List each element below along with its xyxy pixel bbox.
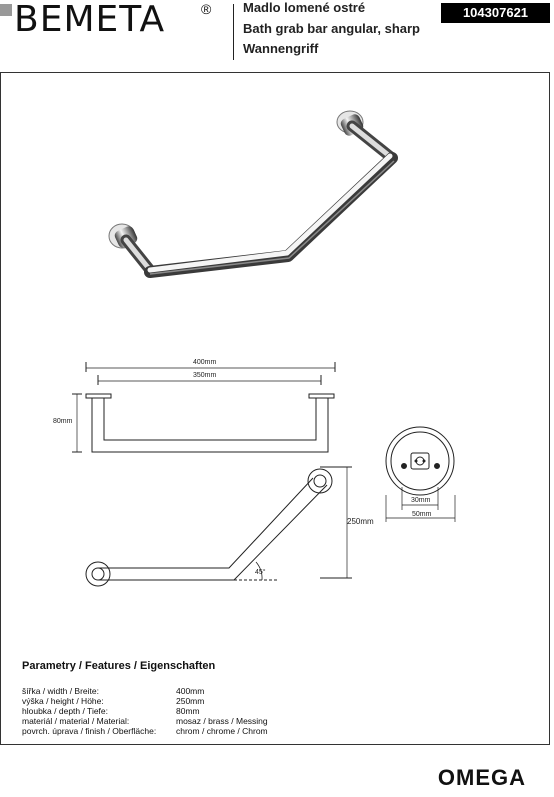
param-label: hloubka / depth / Tiefe:: [22, 706, 109, 716]
dim-80-label: 80mm: [53, 418, 73, 425]
product-title-de: Wannengriff: [243, 41, 319, 56]
param-label: povrch. úprava / finish / Oberfläche:: [22, 726, 157, 736]
param-label: šířka / width / Breite:: [22, 686, 99, 696]
brand-name: BEMETA: [14, 0, 166, 40]
product-title-cz: Madlo lomené ostré: [243, 0, 366, 15]
param-value: 80mm: [176, 706, 200, 716]
param-row-depth: hloubka / depth / Tiefe: 80mm: [22, 706, 268, 716]
param-value: mosaz / brass / Messing: [176, 716, 268, 726]
side-view-drawing: [85, 466, 352, 587]
param-row-material: materiál / material / Material: mosaz / …: [22, 716, 268, 726]
dim-angle-label: 45°: [255, 568, 266, 576]
param-label: výška / height / Höhe:: [22, 696, 104, 706]
param-value: 250mm: [176, 696, 205, 706]
product-code: 104307621: [441, 3, 550, 23]
param-label: materiál / material / Material:: [22, 716, 130, 726]
flange-view-drawing: [385, 426, 456, 522]
parameters-table: šířka / width / Breite: 400mm výška / he…: [22, 686, 268, 736]
parameters-title: Parametry / Features / Eigenschaften: [22, 660, 216, 672]
logo-square-icon: [0, 4, 12, 16]
drawing-frame: [0, 72, 550, 745]
top-view-drawing: [72, 362, 336, 453]
product-title-en: Bath grab bar angular, sharp: [243, 21, 420, 36]
param-row-height: výška / height / Höhe: 250mm: [22, 696, 268, 706]
param-row-finish: povrch. úprava / finish / Oberfläche: ch…: [22, 726, 268, 736]
series-name: OMEGA: [437, 765, 526, 790]
param-row-width: šířka / width / Breite: 400mm: [22, 686, 268, 696]
dim-250-label: 250mm: [347, 517, 374, 526]
header-divider: [233, 4, 234, 60]
dim-30-label: 30mm: [411, 497, 431, 504]
param-value: chrom / chrome / Chrom: [176, 726, 268, 736]
dim-400-label: 400mm: [193, 359, 217, 366]
registered-mark: ®: [201, 1, 212, 17]
dim-50-label: 50mm: [412, 511, 432, 518]
param-value: 400mm: [176, 686, 205, 696]
dim-350-label: 350mm: [193, 372, 217, 379]
product-image: [108, 110, 398, 278]
